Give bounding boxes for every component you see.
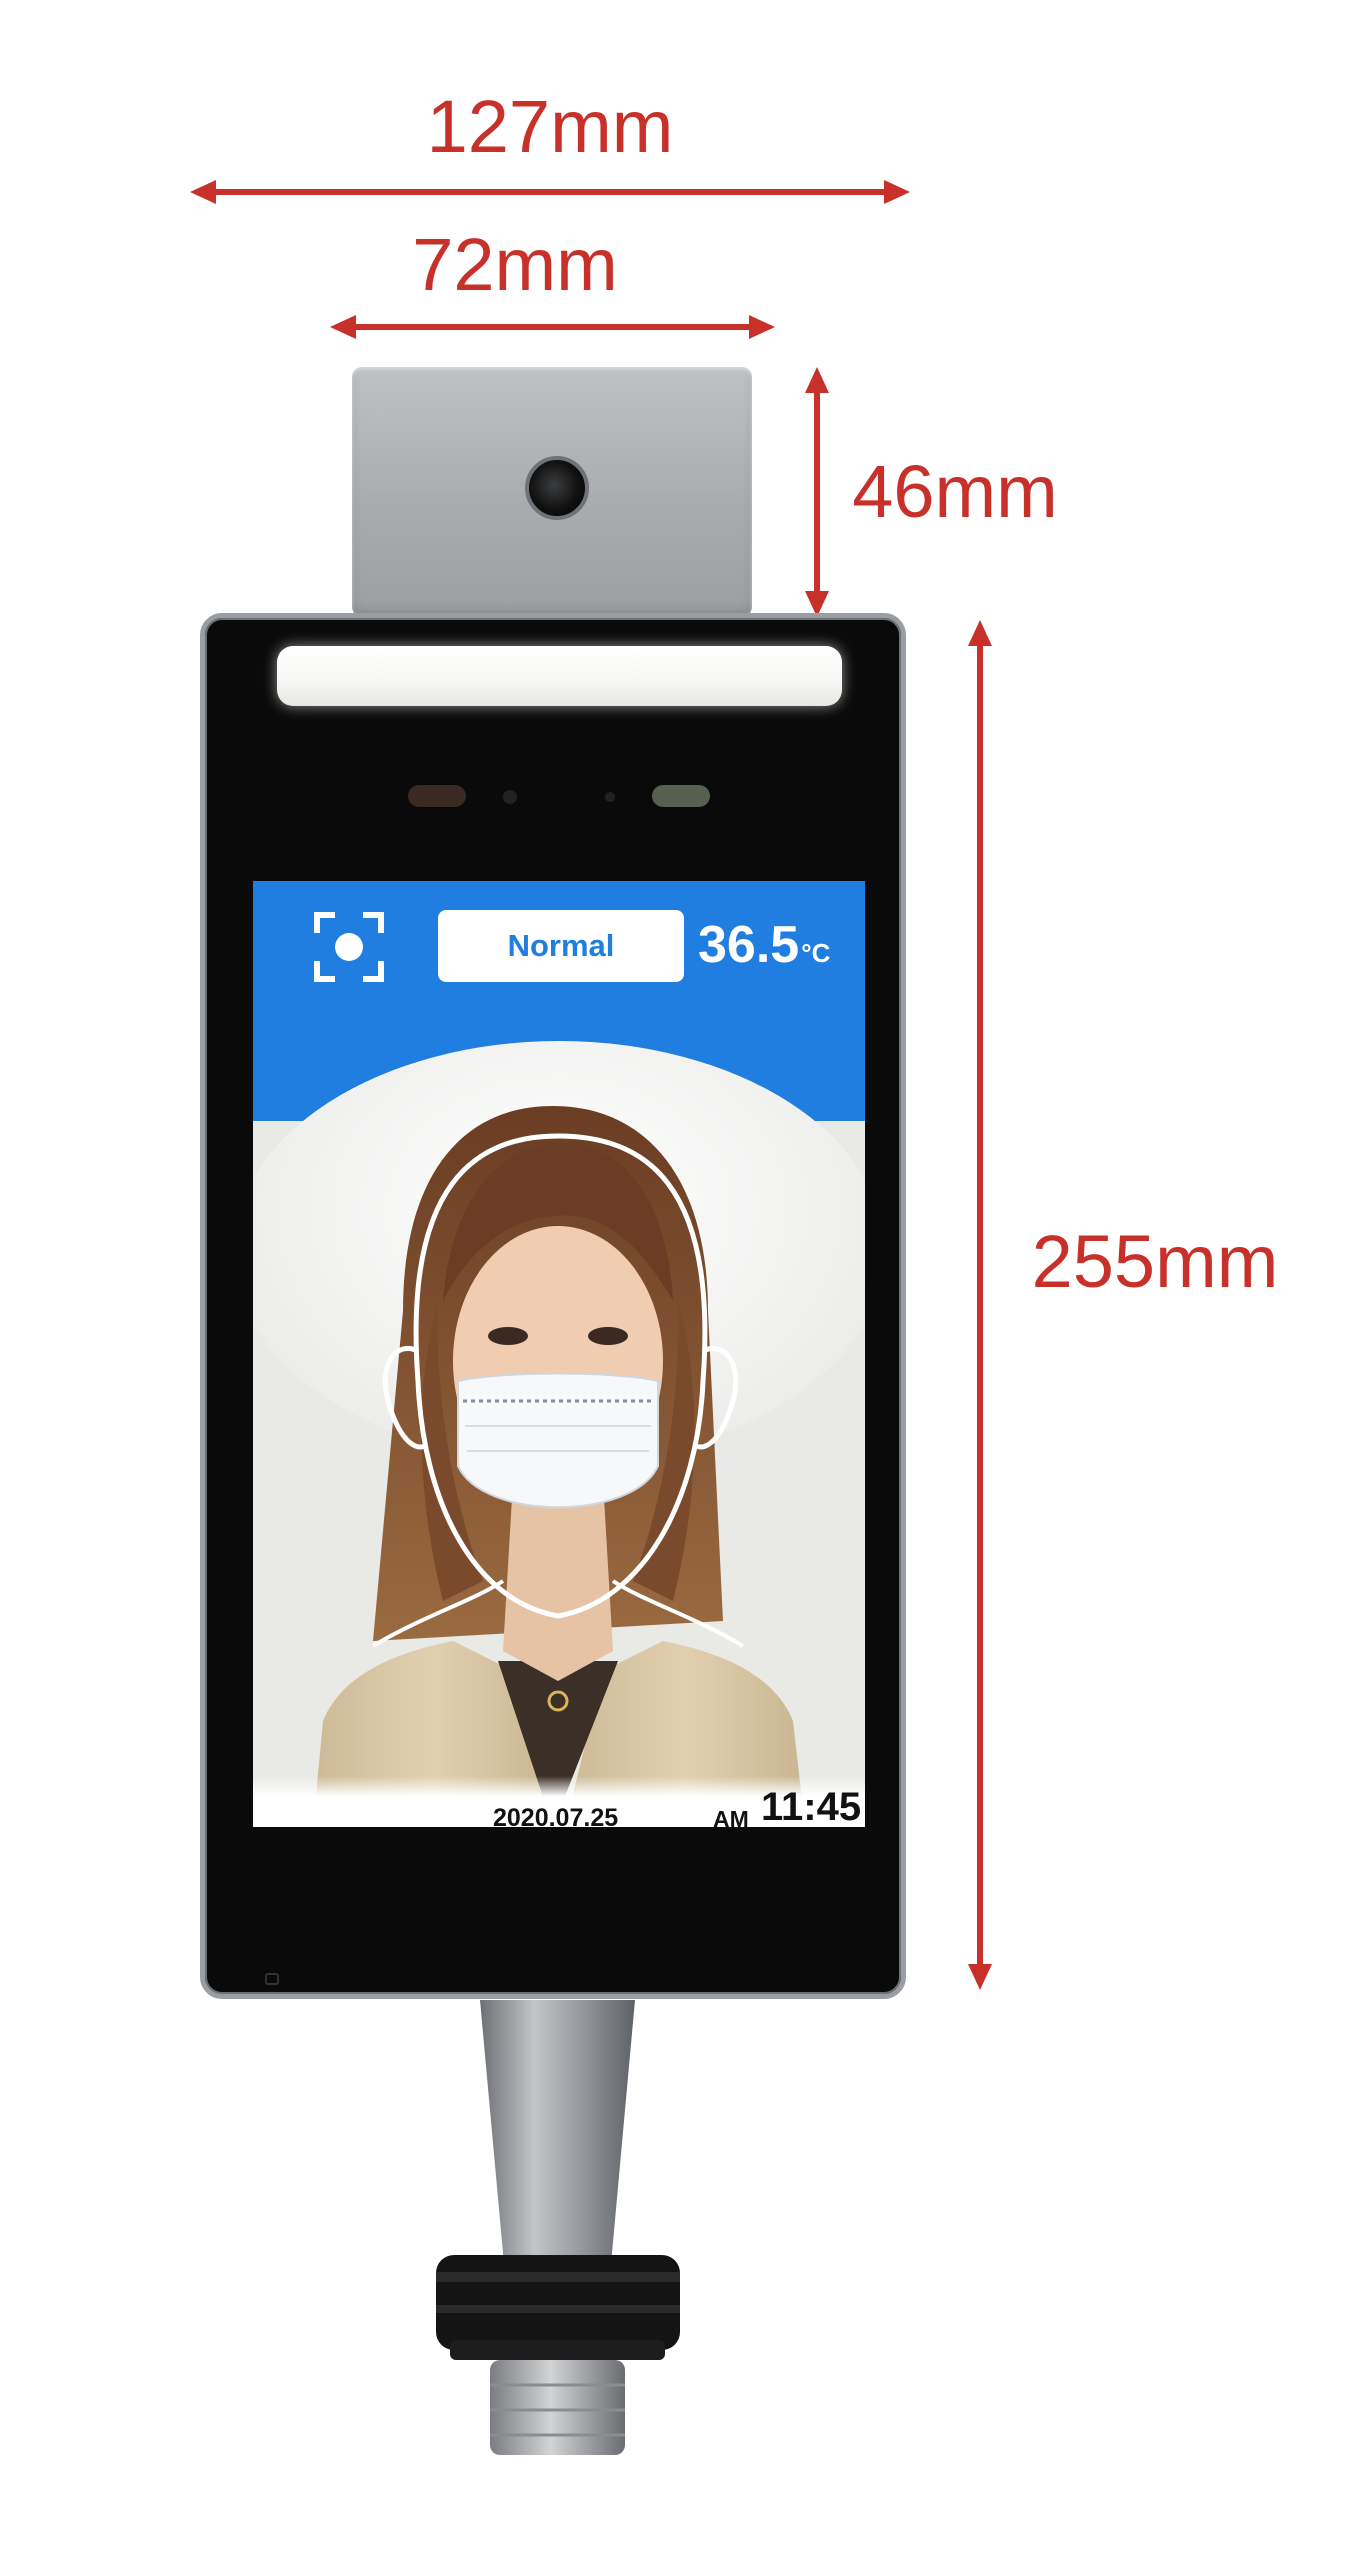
dimension-arrow-overall-width bbox=[190, 180, 910, 204]
dimension-label-overall-width: 127mm bbox=[426, 85, 674, 168]
face-focus-icon bbox=[314, 912, 384, 982]
face-recognition-terminal: Normal 36.5°C 2020.07.25 AM 11:45 bbox=[200, 613, 906, 1999]
temperature-unit: °C bbox=[801, 938, 831, 968]
ir-sensor-left bbox=[408, 785, 466, 807]
screen-date: 2020.07.25 bbox=[493, 1804, 619, 1827]
temperature-readout: 36.5°C bbox=[698, 915, 830, 975]
dimension-label-camera-width: 72mm bbox=[412, 223, 618, 306]
person-photo bbox=[313, 1106, 805, 1827]
dimension-arrow-camera-width bbox=[330, 315, 775, 339]
screen-time: 11:45 bbox=[761, 1785, 862, 1827]
fill-light-bar bbox=[277, 646, 842, 706]
screen-footer bbox=[253, 1776, 865, 1827]
sensor-dot-left bbox=[503, 790, 517, 804]
camera-lens-icon bbox=[525, 456, 589, 520]
temperature-status-badge: Normal bbox=[438, 910, 684, 982]
sensor-dot-right bbox=[605, 792, 615, 802]
pole-stand bbox=[436, 2000, 680, 2455]
dimension-label-device-height: 255mm bbox=[1031, 1220, 1279, 1303]
dimension-label-camera-height: 46mm bbox=[852, 450, 1058, 533]
dimension-arrow-device-height bbox=[968, 620, 992, 1990]
indicator-led bbox=[265, 1973, 279, 1985]
ir-sensor-right bbox=[652, 785, 710, 807]
temperature-value: 36.5 bbox=[698, 916, 800, 974]
thermal-camera-module bbox=[352, 367, 752, 617]
dimension-arrow-camera-height bbox=[805, 367, 829, 617]
screen-ampm: AM bbox=[713, 1806, 749, 1827]
device-screen: Normal 36.5°C 2020.07.25 AM 11:45 bbox=[253, 881, 865, 1827]
